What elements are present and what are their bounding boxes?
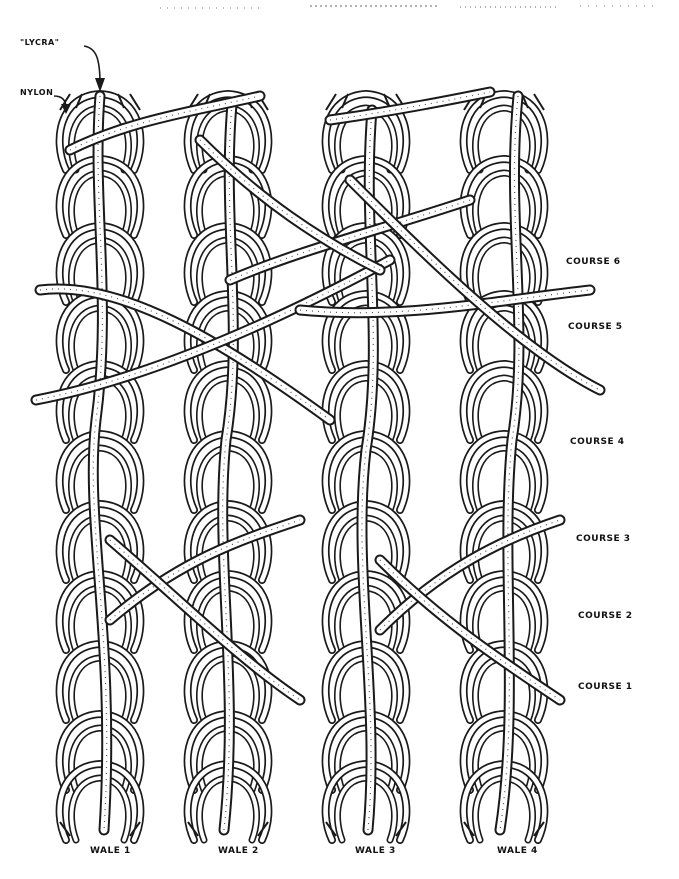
wale-2-label: WALE 2: [218, 846, 259, 856]
course-4-label: COURSE 4: [570, 437, 625, 447]
wale-loops: [60, 94, 545, 840]
course-5-label: COURSE 5: [568, 322, 623, 332]
scan-noise: [160, 6, 660, 8]
nylon-yarn-label: NYLON: [20, 88, 53, 97]
course-1-label: COURSE 1: [578, 682, 633, 692]
wale-4-label: WALE 4: [497, 846, 538, 856]
course-6-label: COURSE 6: [566, 257, 621, 267]
knit-loop: [326, 294, 407, 370]
knit-loop: [464, 364, 545, 440]
course-3-label: COURSE 3: [576, 534, 631, 544]
lycra-yarn-label: "LYCRA": [20, 38, 59, 47]
course-2-label: COURSE 2: [578, 611, 633, 621]
wale-1-label: WALE 1: [90, 846, 131, 856]
wale-3-label: WALE 3: [355, 846, 396, 856]
knit-loop: [60, 434, 141, 510]
